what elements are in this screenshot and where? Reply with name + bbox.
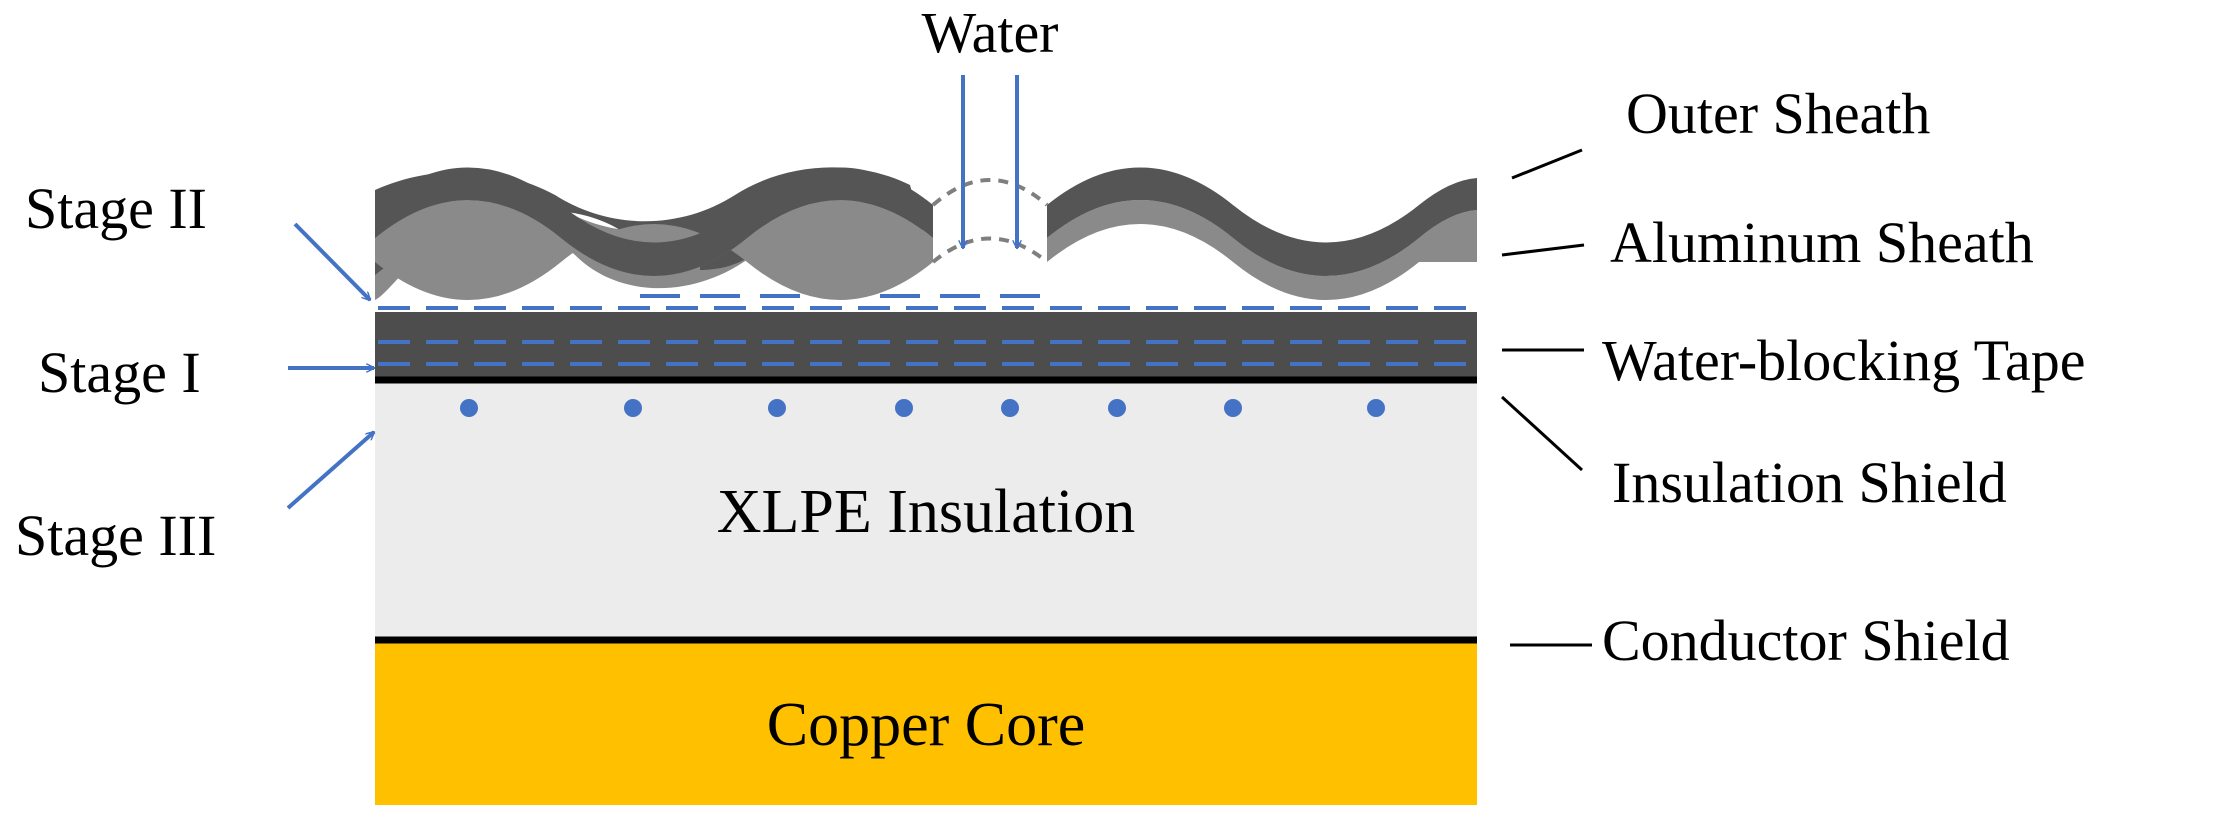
left-sheath-group — [375, 167, 933, 300]
sheath-breach-outline — [931, 178, 1049, 264]
copper-core-layer — [375, 640, 1477, 805]
water-label: Water — [921, 0, 1058, 65]
xlpe-insulation-layer — [375, 380, 1477, 640]
leader-lines — [1500, 148, 1592, 647]
water-blocking-tape-label: Water-blocking Tape — [1602, 328, 2085, 393]
right-sheath-group — [1047, 167, 1477, 300]
water-blocking-tape-layer — [375, 312, 1477, 380]
water-droplet-icons — [460, 399, 1385, 417]
insulation-shield-label: Insulation Shield — [1612, 450, 2007, 515]
water-ingress-arrows — [963, 75, 1017, 248]
stage-i-label: Stage I — [38, 340, 201, 405]
stage-ii-arrow — [293, 222, 370, 300]
water-path-dashes — [378, 306, 1477, 366]
aluminum-sheath-label: Aluminum Sheath — [1610, 210, 2034, 275]
stage-ii-label: Stage II — [25, 176, 207, 241]
outer-sheath-label: Outer Sheath — [1626, 81, 1930, 146]
copper-core-label: Copper Core — [767, 691, 1086, 759]
xlpe-insulation-label: XLPE Insulation — [717, 478, 1135, 546]
stage-arrows — [286, 222, 374, 510]
conductor-shield-label: Conductor Shield — [1602, 608, 2010, 673]
stage-iii-arrow — [286, 432, 374, 510]
stage-iii-label: Stage III — [15, 503, 216, 568]
